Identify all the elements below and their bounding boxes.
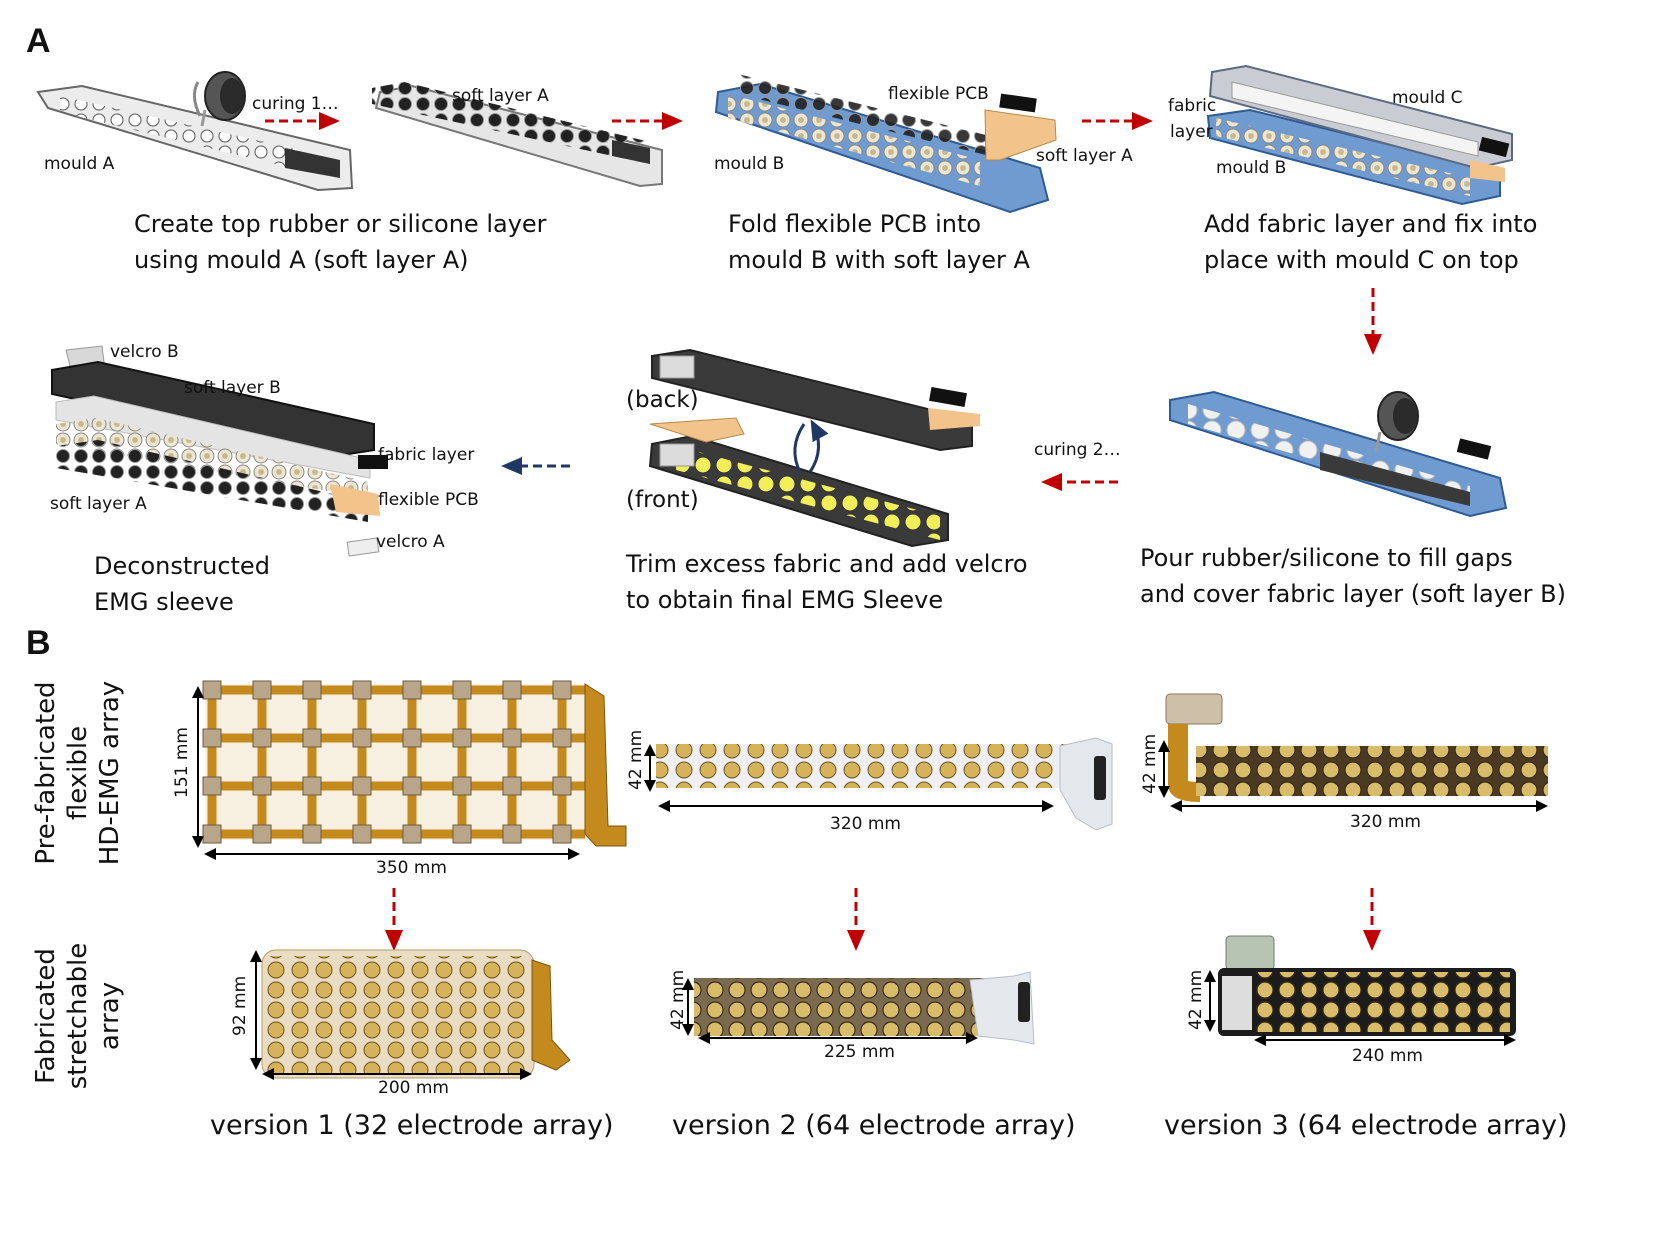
v2-prefab-width-label: 320 mm <box>830 814 901 834</box>
caption-step-6-line1: Deconstructed <box>94 552 270 580</box>
caption-step-2-line1: Fold flexible PCB into <box>728 210 982 238</box>
caption-step-5-line1: Trim excess fabric and add velcro <box>626 550 1028 578</box>
v3-prefab-height-label: 42 mm <box>1140 733 1160 794</box>
label-curing-2: curing 2… <box>1034 440 1121 460</box>
v1-fab-height-label: 92 mm <box>230 975 250 1036</box>
row-label-fab-line3: array <box>95 981 125 1051</box>
label-velcro-a: velcro A <box>376 532 445 552</box>
label-fabric-layer-line2: layer <box>1170 122 1213 142</box>
version-3-caption: version 3 (64 electrode array) <box>1164 1110 1568 1141</box>
soft-layer-a-drawing <box>372 82 663 188</box>
label-velcro-b: velcro B <box>110 342 179 362</box>
label-soft-layer-a-2: soft layer A <box>1036 146 1133 166</box>
pour-silicone-drawing <box>1169 390 1508 518</box>
v2-fab-width-label: 225 mm <box>824 1042 895 1062</box>
v2-prefab-array-photo <box>656 737 1113 831</box>
bucket-icon <box>193 71 246 127</box>
panel-a-letter: A <box>26 22 51 60</box>
label-mould-c: mould C <box>1392 88 1463 108</box>
v1-fab-width-label: 200 mm <box>378 1078 449 1098</box>
caption-step-4-line2: and cover fabric layer (soft layer B) <box>1140 580 1566 608</box>
caption-step-5: Trim excess fabric and add velcro to obt… <box>626 546 1028 618</box>
label-soft-layer-a-1: soft layer A <box>452 86 549 106</box>
caption-step-3: Add fabric layer and fix into place with… <box>1204 206 1537 278</box>
caption-step-3-line1: Add fabric layer and fix into <box>1204 210 1538 238</box>
caption-step-2: Fold flexible PCB into mould B with soft… <box>728 206 1030 278</box>
caption-step-1-line1: Create top rubber or silicone layer <box>134 210 547 238</box>
v2-fab-array-photo <box>694 971 1035 1045</box>
label-fabric-layer-2: fabric layer <box>378 445 475 465</box>
v1-prefab-height-label: 151 mm <box>172 727 192 798</box>
row-label-fab: Fabricated stretchable array <box>30 936 126 1096</box>
label-flexible-pcb-2: flexible PCB <box>378 490 479 510</box>
caption-step-6-line2: EMG sleeve <box>94 588 234 616</box>
row-label-fab-line2: stretchable <box>63 942 93 1090</box>
caption-step-5-line2: to obtain final EMG Sleeve <box>626 586 944 614</box>
caption-step-4: Pour rubber/silicone to fill gaps and co… <box>1140 540 1566 612</box>
row-label-prefab-line2: flexible <box>63 725 93 821</box>
label-curing-1: curing 1… <box>252 94 339 114</box>
caption-step-3-line2: place with mould C on top <box>1204 246 1519 274</box>
label-fabric-layer-line1: fabric <box>1168 96 1217 116</box>
v2-fab-height-label: 42 mm <box>668 969 688 1030</box>
caption-step-2-line2: mould B with soft layer A <box>728 246 1030 274</box>
sleeve-back-drawing <box>651 348 980 452</box>
row-label-prefab-line3: HD-EMG array <box>95 680 125 866</box>
label-mould-a: mould A <box>44 154 115 174</box>
panel-b-letter: B <box>26 624 51 662</box>
label-front: (front) <box>626 487 699 513</box>
mould-c-drawing <box>1206 64 1513 206</box>
label-flexible-pcb-1: flexible PCB <box>888 84 989 104</box>
v3-fab-width-label: 240 mm <box>1352 1046 1423 1066</box>
mould-b-pcb-drawing <box>714 74 1057 214</box>
label-mould-b-2: mould B <box>1216 158 1287 178</box>
version-2-caption: version 2 (64 electrode array) <box>672 1110 1076 1141</box>
v1-prefab-width-label: 350 mm <box>376 858 447 878</box>
row-label-fab-line1: Fabricated <box>31 948 61 1084</box>
label-mould-b-1: mould B <box>714 154 785 174</box>
mould-a-drawing <box>36 84 354 192</box>
v3-fab-array-photo <box>1218 935 1516 1036</box>
v3-prefab-array-photo <box>1165 693 1548 802</box>
row-label-prefab-line1: Pre-fabricated <box>31 681 61 865</box>
label-soft-layer-a-3: soft layer A <box>50 494 147 514</box>
deconstructed-sleeve-drawing <box>51 345 388 557</box>
v1-prefab-array-photo <box>202 680 627 847</box>
v2-prefab-height-label: 42 mm <box>626 729 646 790</box>
caption-step-4-line1: Pour rubber/silicone to fill gaps <box>1140 544 1513 572</box>
flip-arrows-icon <box>793 419 829 473</box>
label-soft-layer-b: soft layer B <box>184 378 281 398</box>
v1-fab-array-photo <box>261 949 571 1079</box>
caption-step-1-line2: using mould A (soft layer A) <box>134 246 469 274</box>
bucket-icon-2 <box>1374 391 1419 453</box>
version-1-caption: version 1 (32 electrode array) <box>210 1110 614 1141</box>
row-label-prefab: Pre-fabricated flexible HD-EMG array <box>30 668 126 878</box>
caption-step-1: Create top rubber or silicone layer usin… <box>134 206 547 278</box>
label-back: (back) <box>626 387 699 413</box>
caption-step-6: Deconstructed EMG sleeve <box>94 548 270 620</box>
sleeve-front-drawing <box>648 417 949 548</box>
v3-fab-height-label: 42 mm <box>1186 969 1206 1030</box>
v3-prefab-width-label: 320 mm <box>1350 812 1421 832</box>
